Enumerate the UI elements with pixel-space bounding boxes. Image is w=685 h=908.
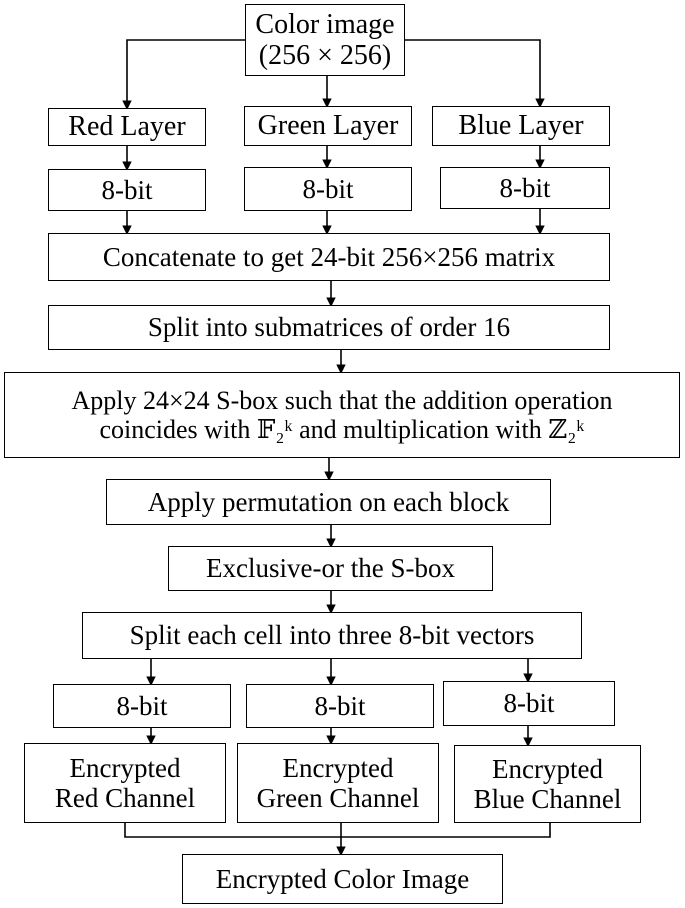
encrypted-red-box: Encrypted Red Channel (24, 743, 226, 823)
apply-sbox-line-1: Apply 24×24 S-box such that the addition… (71, 385, 613, 415)
encrypted-red-line-1: Encrypted (69, 752, 181, 783)
encrypted-green-line-2: Green Channel (256, 783, 420, 813)
connector-input-to-red (122, 39, 245, 110)
encrypted-blue-box: Encrypted Blue Channel (454, 745, 641, 823)
green-layer-label: Green Layer (257, 110, 399, 142)
red-8bit-out-label: 8-bit (116, 690, 168, 721)
encrypted-red-line-2: Red Channel (54, 783, 196, 813)
permutation-label: Apply permutation on each block (147, 486, 510, 517)
blue-8bit-out-box: 8-bit (443, 681, 615, 726)
encrypted-blue-line-1: Encrypted (492, 753, 603, 784)
blue-8bit-out-label: 8-bit (503, 688, 555, 719)
connector-encred-merge (124, 822, 551, 838)
blue-8bit-box: 8-bit (440, 167, 610, 209)
permutation-box: Apply permutation on each block (106, 479, 551, 525)
blue-layer-box: Blue Layer (432, 106, 610, 146)
split-submatrices-box: Split into submatrices of order 16 (48, 305, 610, 350)
split-cells-label: Split each cell into three 8-bit vectors (129, 620, 535, 651)
xor-sbox-label: Exclusive-or the S-box (206, 553, 455, 584)
red-8bit-box: 8-bit (48, 169, 206, 211)
green-8bit-out-label: 8-bit (314, 690, 366, 721)
red-layer-box: Red Layer (48, 108, 206, 146)
input-color-image-box: Color image (256 × 256) (245, 4, 405, 76)
concatenate-label: Concatenate to get 24-bit 256×256 matrix (102, 241, 556, 272)
green-8bit-box: 8-bit (244, 167, 412, 211)
blue-8bit-label: 8-bit (499, 172, 551, 203)
split-submatrices-label: Split into submatrices of order 16 (147, 312, 511, 343)
xor-sbox-box: Exclusive-or the S-box (168, 546, 493, 591)
green-8bit-out-box: 8-bit (246, 684, 434, 728)
red-8bit-label: 8-bit (101, 174, 153, 205)
input-line-2: (256 × 256) (258, 40, 392, 71)
blue-layer-label: Blue Layer (458, 110, 584, 142)
apply-sbox-line-2: coincides with 𝔽₂ᵏ and multiplication wi… (99, 415, 585, 444)
apply-sbox-box: Apply 24×24 S-box such that the addition… (4, 372, 680, 458)
output-label: Encrypted Color Image (215, 863, 470, 894)
connector-input-to-blue (405, 39, 545, 108)
encrypted-blue-line-2: Blue Channel (473, 784, 622, 814)
green-layer-box: Green Layer (244, 106, 412, 146)
input-line-1: Color image (255, 8, 395, 40)
encrypted-green-box: Encrypted Green Channel (237, 743, 439, 823)
split-cells-box: Split each cell into three 8-bit vectors (82, 612, 582, 659)
output-encrypted-image-box: Encrypted Color Image (182, 854, 503, 904)
red-8bit-out-box: 8-bit (53, 684, 231, 728)
concatenate-box: Concatenate to get 24-bit 256×256 matrix (48, 233, 610, 281)
green-8bit-label: 8-bit (302, 173, 354, 204)
encrypted-green-line-1: Encrypted (282, 752, 394, 783)
red-layer-label: Red Layer (68, 111, 186, 143)
